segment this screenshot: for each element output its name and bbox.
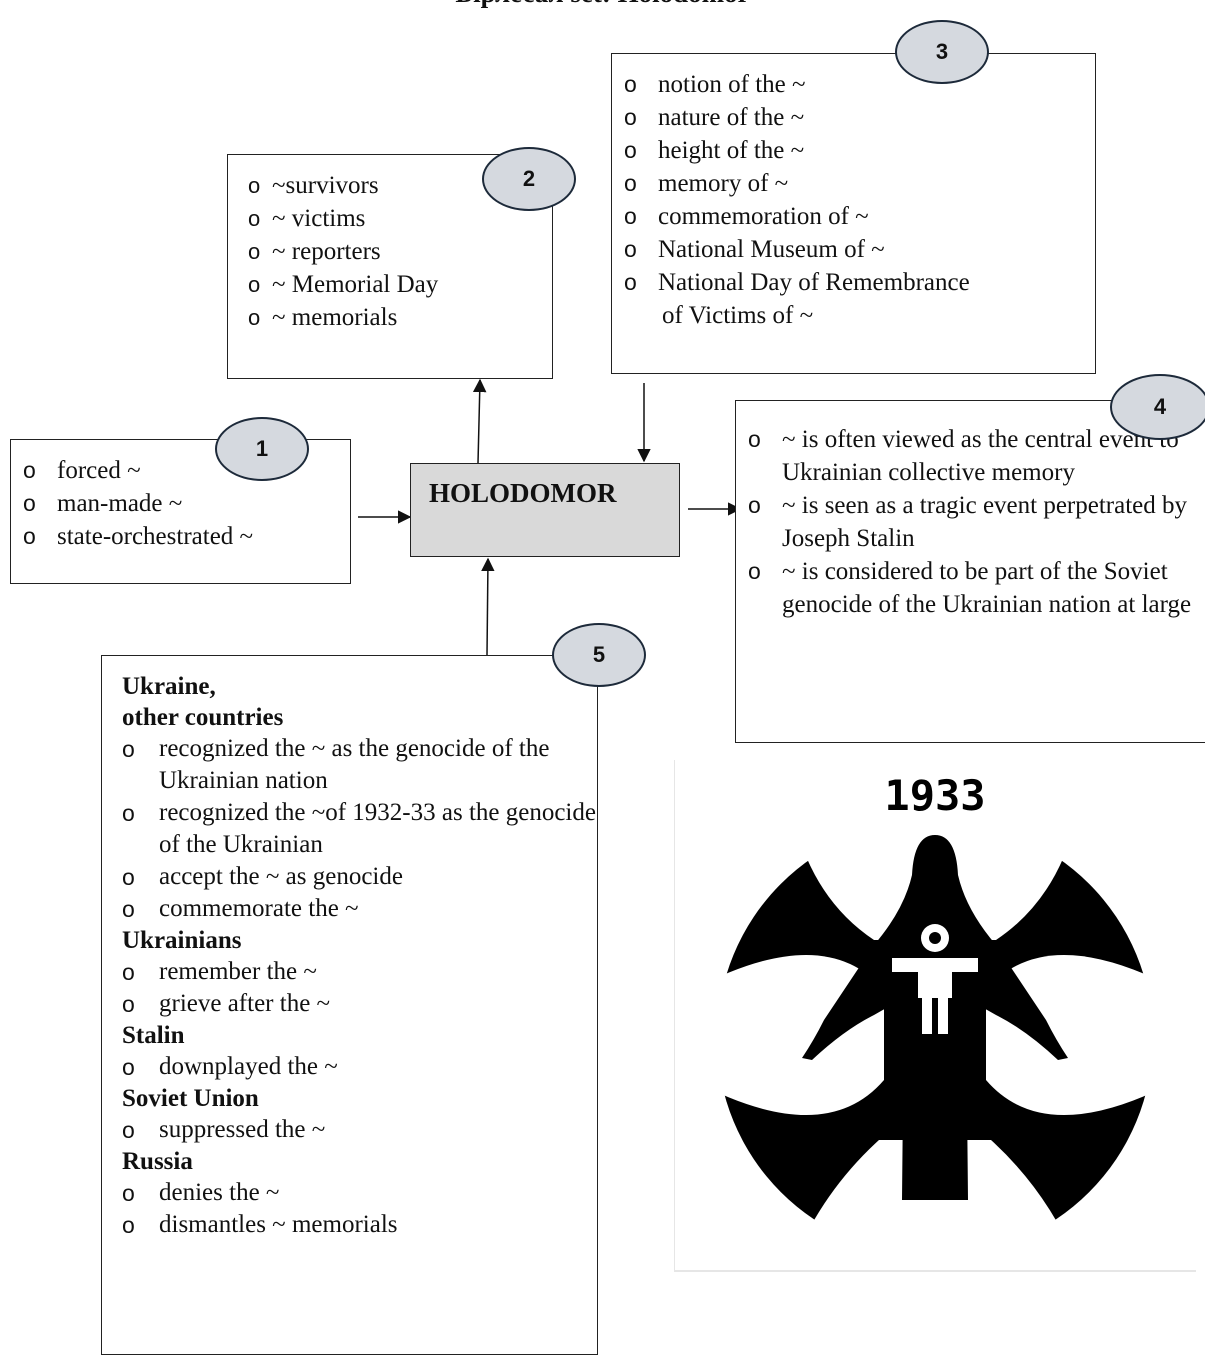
list-item: ~ victims bbox=[248, 202, 552, 235]
group-header: Soviet Union bbox=[122, 1085, 259, 1112]
box-4-list: ~ is often viewed as the central event t… bbox=[736, 423, 1205, 621]
list-item: ~survivors bbox=[248, 169, 552, 202]
group-header: Ukraine, bbox=[122, 673, 216, 700]
list-item: ~ Memorial Day bbox=[248, 268, 552, 301]
box-3: notion of the ~ nature of the ~ height o… bbox=[611, 53, 1096, 374]
list-item: memory of ~ bbox=[612, 167, 1095, 200]
list-item: downplayed the ~ bbox=[122, 1051, 597, 1083]
badge-1: 1 bbox=[215, 417, 309, 481]
group-header: other countries bbox=[122, 704, 284, 731]
list-item: nature of the ~ bbox=[612, 101, 1095, 134]
badge-5: 5 bbox=[552, 623, 646, 687]
list-item: ~ memorials bbox=[248, 301, 552, 334]
badge-4: 4 bbox=[1110, 374, 1205, 440]
group-header: Russia bbox=[122, 1148, 193, 1175]
page-title: Бірлесал set: Holodomor bbox=[0, 0, 1205, 9]
box-1: forced ~ man-made ~ state-orchestrated ~ bbox=[10, 439, 351, 584]
list-item: denies the ~ bbox=[122, 1177, 597, 1209]
group-list: downplayed the ~ bbox=[122, 1051, 597, 1083]
list-item: recognized the ~ as the genocide of the … bbox=[122, 733, 597, 797]
box-1-list: forced ~ man-made ~ state-orchestrated ~ bbox=[11, 454, 350, 553]
badge-2: 2 bbox=[482, 147, 576, 211]
box-2-list: ~survivors ~ victims ~ reporters ~ Memor… bbox=[248, 169, 552, 334]
list-item: commemorate the ~ bbox=[122, 893, 597, 925]
list-item: recognized the ~of 1932-33 as the genoci… bbox=[122, 797, 597, 861]
arrow-center-to-box2 bbox=[472, 378, 487, 464]
box-2: ~survivors ~ victims ~ reporters ~ Memor… bbox=[227, 154, 553, 379]
list-item: ~ reporters bbox=[248, 235, 552, 268]
list-item: National Museum of ~ bbox=[612, 233, 1095, 266]
group-header: Stalin bbox=[122, 1022, 185, 1049]
list-item: commemoration of ~ bbox=[612, 200, 1095, 233]
emblem-year: 1933 bbox=[884, 771, 985, 820]
emblem-image: 1933 bbox=[673, 760, 1196, 1272]
list-item: ~ is seen as a tragic event perpetrated … bbox=[736, 489, 1201, 555]
badge-3: 3 bbox=[895, 20, 989, 84]
list-item: forced ~ bbox=[11, 454, 350, 487]
group-list: suppressed the ~ bbox=[122, 1114, 597, 1146]
group-header: Ukrainians bbox=[122, 927, 242, 954]
box-5: Ukraine, other countries recognized the … bbox=[101, 655, 598, 1355]
list-item: man-made ~ bbox=[11, 487, 350, 520]
box-3-continuation: of Victims of ~ bbox=[662, 302, 814, 329]
list-item: dismantles ~ memorials bbox=[122, 1209, 597, 1241]
holodomor-emblem: 1933 bbox=[673, 760, 1196, 1272]
group-list: remember the ~ grieve after the ~ bbox=[122, 956, 597, 1020]
center-node: HOLODOMOR bbox=[410, 463, 680, 557]
list-item: ~ is considered to be part of the Soviet… bbox=[736, 555, 1201, 621]
list-item: notion of the ~ bbox=[612, 68, 1095, 101]
box-3-list: notion of the ~ nature of the ~ height o… bbox=[612, 68, 1095, 299]
group-list: denies the ~ dismantles ~ memorials bbox=[122, 1177, 597, 1241]
group-list: recognized the ~ as the genocide of the … bbox=[122, 733, 597, 925]
center-label: HOLODOMOR bbox=[429, 478, 617, 508]
list-item: grieve after the ~ bbox=[122, 988, 597, 1020]
list-item: suppressed the ~ bbox=[122, 1114, 597, 1146]
list-item: height of the ~ bbox=[612, 134, 1095, 167]
list-item: state-orchestrated ~ bbox=[11, 520, 350, 553]
list-item: accept the ~ as genocide bbox=[122, 861, 597, 893]
list-item: remember the ~ bbox=[122, 956, 597, 988]
arrow-box5-to-center bbox=[481, 557, 495, 656]
list-item: ~ is often viewed as the central event t… bbox=[736, 423, 1201, 489]
box-4: ~ is often viewed as the central event t… bbox=[735, 400, 1205, 743]
list-item: National Day of Remembrance bbox=[612, 266, 1095, 299]
